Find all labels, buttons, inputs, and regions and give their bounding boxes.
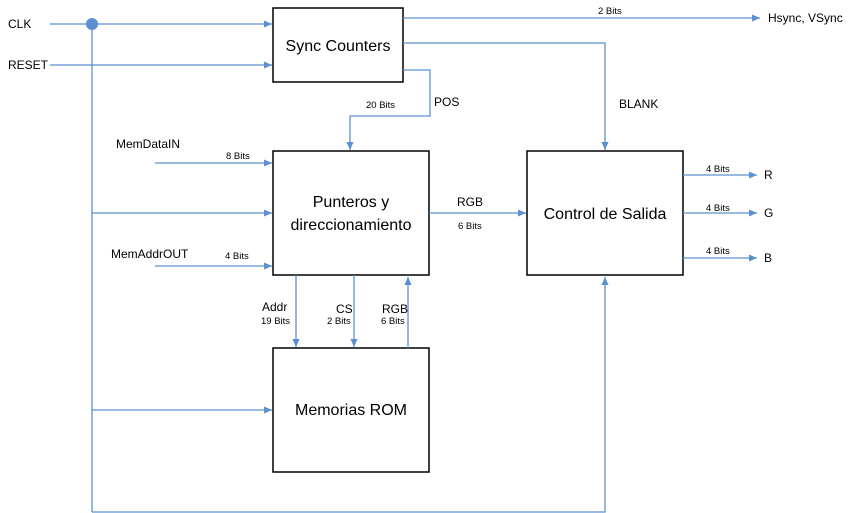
punteros-title-line2: direccionamiento [291, 217, 412, 234]
rgb-rom-label: RGB [382, 302, 408, 316]
rgb-main-bits-label: 6 Bits [458, 221, 482, 232]
addr-bits-label: 19 Bits [261, 316, 290, 327]
clk-label: CLK [8, 17, 31, 31]
sync-counters-block [272, 7, 404, 83]
memdatain-label: MemDataIN [116, 137, 180, 151]
rgb-main-label: RGB [457, 195, 483, 209]
memorias-rom-title: Memorias ROM [295, 402, 407, 419]
clk-to-control-wire [92, 277, 609, 513]
control-salida-block [526, 150, 684, 276]
pos-bits-label: 20 Bits [366, 100, 395, 111]
memaddrout-bits-label: 4 Bits [225, 251, 249, 262]
blank-label: BLANK [619, 97, 658, 111]
clk-junction [86, 18, 98, 30]
rgb-rom-bits-label: 6 Bits [381, 316, 405, 327]
b-bits-label: 4 Bits [706, 246, 730, 257]
control-salida-title: Control de Salida [544, 206, 667, 223]
cs-bits-label: 2 Bits [327, 316, 351, 327]
pos-label: POS [434, 95, 459, 109]
cs-label: CS [336, 302, 353, 316]
memdatain-bits-label: 8 Bits [226, 151, 250, 162]
addr-label: Addr [262, 300, 287, 314]
hsync-bits-label: 2 Bits [598, 6, 622, 17]
memaddrout-label: MemAddrOUT [111, 247, 189, 261]
sync-counters-title: Sync Counters [286, 38, 391, 55]
b-label: B [764, 251, 772, 265]
r-label: R [764, 168, 773, 182]
memorias-rom-block [272, 347, 430, 473]
punteros-title-line1: Punteros y [313, 194, 389, 211]
punteros-block [272, 150, 430, 276]
g-label: G [764, 206, 773, 220]
g-bits-label: 4 Bits [706, 203, 730, 214]
reset-label: RESET [8, 58, 49, 72]
r-bits-label: 4 Bits [706, 164, 730, 175]
hsync-label: Hsync, VSync [768, 11, 843, 25]
pos-wire [346, 69, 431, 150]
blank-wire [403, 42, 609, 150]
